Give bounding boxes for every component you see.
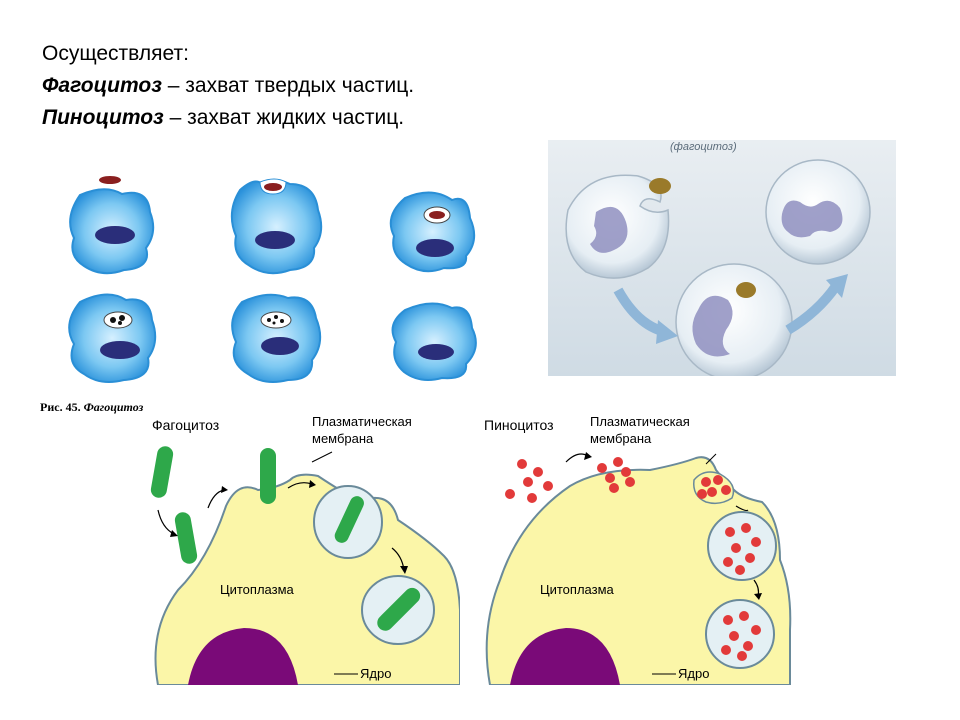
pinocytosis-diagram: Пиноцитоз Плазматическая мембрана Цитопл… [480, 410, 805, 685]
pinocytosis-title: Пиноцитоз [484, 417, 554, 433]
food-particle [99, 176, 121, 184]
amoeba-stage-5 [232, 295, 320, 382]
caption-title: Фагоцитоз [84, 400, 144, 414]
membrane-label-line1: Плазматическая [590, 414, 690, 429]
heading-line-1: Осуществляет: [42, 38, 414, 70]
bacterium [150, 445, 175, 499]
amoeba-stage-2 [232, 179, 321, 273]
amoeba-stage-4 [69, 294, 155, 382]
heading: Осуществляет: Фагоцитоз – захват твердых… [42, 38, 414, 134]
leukocyte-3 [766, 160, 870, 264]
caption-number: Рис. 45. [40, 400, 81, 414]
figure-caption: Рис. 45. Фагоцитоз [40, 400, 143, 415]
bacterium [174, 511, 199, 565]
term-phagocytosis: Фагоцитоз [42, 74, 162, 97]
bacterium [260, 448, 276, 504]
term-pinocytosis: Пиноцитоз [42, 106, 164, 129]
nucleus-label: Ядро [678, 666, 709, 681]
phagocytosis-diagram: Фагоцитоз Плазматическая мембрана Цитопл… [148, 410, 460, 685]
amoeba-stage-1 [70, 176, 153, 273]
heading-line-3: Пиноцитоз – захват жидких частиц. [42, 102, 414, 134]
amoeba-stage-6 [393, 303, 476, 380]
definition-pinocytosis: – захват жидких частиц. [164, 106, 404, 129]
definition-phagocytosis: – захват твердых частиц. [162, 74, 414, 97]
leukocyte-2 [676, 264, 792, 376]
heading-line-2: Фагоцитоз – захват твердых частиц. [42, 70, 414, 102]
cytoplasm-label: Цитоплазма [540, 582, 615, 597]
nucleus-label: Ядро [360, 666, 391, 681]
membrane-label-line2: мембрана [312, 431, 374, 446]
amoeba-stages-illustration [60, 160, 490, 390]
phagocytosis-title: Фагоцитоз [152, 417, 219, 433]
membrane-label-line1: Плазматическая [312, 414, 412, 429]
cytoplasm-label: Цитоплазма [220, 582, 295, 597]
amoeba-stage-3 [391, 192, 474, 271]
photo-label: (фагоцитоз) [670, 141, 737, 153]
membrane-label-line2: мембрана [590, 431, 652, 446]
leukocyte-phagocytosis-illustration: (фагоцитоз) [548, 140, 896, 376]
nucleus [95, 226, 135, 244]
